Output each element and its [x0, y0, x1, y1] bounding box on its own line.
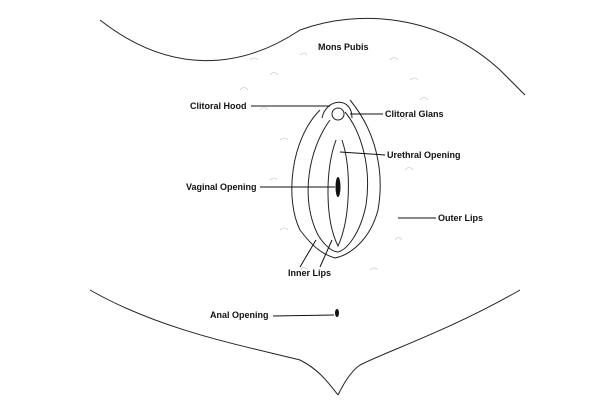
left-thigh-outline	[89, 289, 339, 396]
label-urethral-opening: Urethral Opening	[387, 150, 461, 160]
label-outer-lips: Outer Lips	[438, 213, 484, 223]
label-vaginal-opening: Vaginal Opening	[186, 182, 257, 192]
clitoral-glans-shape	[331, 107, 345, 121]
label-mons-pubis: Mons Pubis	[318, 42, 369, 52]
anal-opening-shape	[335, 309, 339, 317]
leader-lines	[251, 105, 436, 317]
label-clitoral-hood: Clitoral Hood	[190, 101, 247, 111]
clitoral-hood-shape	[321, 101, 353, 119]
outer-lips-outline	[291, 99, 381, 259]
right-thigh-outline	[337, 289, 521, 396]
label-clitoral-glans: Clitoral Glans	[385, 109, 444, 119]
hair-texture	[239, 52, 429, 271]
vaginal-opening-shape	[335, 177, 341, 197]
abdomen-outline	[99, 17, 526, 96]
inner-lips-outline	[307, 111, 369, 253]
label-inner-lips: Inner Lips	[288, 268, 332, 278]
inner-lips-inner	[327, 139, 349, 248]
label-anal-opening: Anal Opening	[210, 310, 269, 320]
